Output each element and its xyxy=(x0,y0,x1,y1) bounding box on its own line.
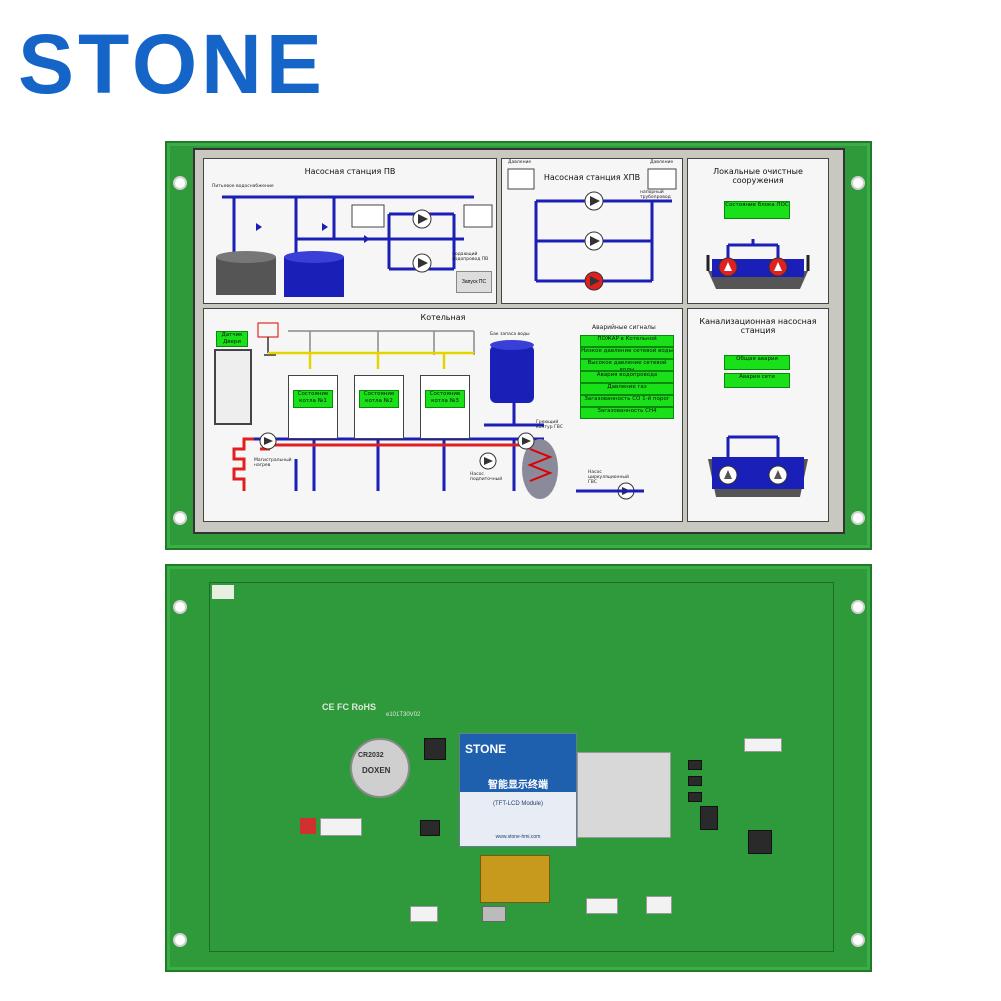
battery-model: CR2032 xyxy=(358,752,384,759)
tft-touch-screen[interactable]: Насосная станция ПВ Питьевое водоснабжен… xyxy=(193,148,845,534)
gauge-label-right: Давление xyxy=(650,160,674,165)
pump-label: Насос подпиточный xyxy=(470,472,503,482)
module-subtitle: (TFT-LCD Module) xyxy=(492,801,543,807)
module-label-top: STONE 智能显示终端 xyxy=(460,734,576,792)
coin-battery: CR2032 DOXEN xyxy=(350,738,410,798)
alarm-indicator: ПОЖАР в Котельной xyxy=(580,335,674,347)
certification-marks: CE FC RoHS xyxy=(322,702,376,712)
hvp-note: напорный трубопровод xyxy=(640,190,671,200)
tank-label: Питьевое водоснабжение xyxy=(212,184,274,189)
module-logo: STONE xyxy=(465,742,507,756)
boiler-1: Состояние котла №1 xyxy=(288,375,338,439)
mount-hole xyxy=(851,933,865,947)
boiler-1-status: Состояние котла №1 xyxy=(293,390,333,408)
ribbon-connector xyxy=(480,855,550,903)
alarm-indicator: Загазованность СО 1-й порог xyxy=(580,395,674,407)
alarm-indicator: Загазованность СН4 xyxy=(580,407,674,419)
boiler-3: Состояние котла №3 xyxy=(420,375,470,439)
ic-chip xyxy=(700,806,718,830)
sewage-scheme xyxy=(708,435,808,497)
model-code: e101T30V02 xyxy=(386,712,421,718)
start-pumps-button[interactable]: Запуск ПС xyxy=(456,271,492,293)
general-alarm-indicator: Общая авария xyxy=(724,355,790,370)
door-graphic xyxy=(214,349,252,425)
module-title-cn: 智能显示终端 xyxy=(488,780,548,791)
treatment-scheme xyxy=(706,239,810,289)
usb-connector xyxy=(482,906,506,922)
panel-pump-station-hvp: Насосная станция ХПВ Давление Давление н… xyxy=(501,158,683,304)
alarm-indicator: Низкое давление сетевой воды xyxy=(580,347,674,359)
panel-title: Котельная xyxy=(420,313,466,322)
diode xyxy=(688,792,702,802)
pv-note: подающий водопровод ПВ xyxy=(452,252,489,262)
fpc-connector xyxy=(410,906,438,922)
gauge-label-left: Давление xyxy=(508,160,532,165)
wire-connector xyxy=(300,818,316,834)
panel-title: Насосная станция ПВ xyxy=(304,167,396,176)
panel-sewage-station: Канализационная насосная станция Общая а… xyxy=(687,308,829,522)
pin-header-connector xyxy=(744,738,782,752)
flex-cable xyxy=(577,752,671,838)
los-status-indicator: Состояние блока ЛОС xyxy=(724,201,790,219)
diode xyxy=(688,776,702,786)
mount-hole xyxy=(173,600,187,614)
network-alarm-indicator: Авария сети xyxy=(724,373,790,388)
pump-label: Магистральный нагрев xyxy=(254,458,292,468)
boiler-scheme xyxy=(232,322,644,500)
door-sensor-indicator: Датчик Двери xyxy=(216,331,248,347)
battery-brand: DOXEN xyxy=(362,766,391,775)
hvp-scheme xyxy=(507,168,677,291)
panel-pump-station-pv: Насосная станция ПВ Питьевое водоснабжен… xyxy=(203,158,497,304)
panel-title: Локальные очистные сооружения xyxy=(713,167,803,185)
ic-chip xyxy=(420,820,440,836)
mount-hole xyxy=(851,511,865,525)
mount-hole xyxy=(851,176,865,190)
alarm-indicator: Высокое давление сетевой воды xyxy=(580,359,674,371)
power-connector xyxy=(320,818,362,836)
stone-logo: STONE xyxy=(18,17,326,111)
alarms-title: Аварийные сигналы xyxy=(592,324,656,331)
module-url: www.stone-hmi.com xyxy=(495,834,541,840)
panel-title: Канализационная насосная станция xyxy=(699,317,817,335)
tank-label: Бак запаса воды xyxy=(490,332,530,337)
diode xyxy=(688,760,702,770)
heating-circuit-label: Греющий контур ГВС xyxy=(536,420,563,430)
mount-hole xyxy=(173,933,187,947)
mount-hole xyxy=(173,511,187,525)
mount-hole xyxy=(851,600,865,614)
boiler-2-status: Состояние котла №2 xyxy=(359,390,399,408)
alarm-indicator: Давление газ xyxy=(580,383,674,395)
controller-module: STONE 智能显示终端 (TFT-LCD Module) www.stone-… xyxy=(459,733,577,847)
boiler-2: Состояние котла №2 xyxy=(354,375,404,439)
fpc-connector xyxy=(586,898,618,914)
alarm-indicator: Авария водопровода xyxy=(580,371,674,383)
label-sticker xyxy=(212,585,234,599)
panel-title: Насосная станция ХПВ xyxy=(543,173,641,182)
mount-hole xyxy=(173,176,187,190)
start-pumps-label: Запуск ПС xyxy=(461,279,487,285)
ic-chip xyxy=(748,830,772,854)
pump-label: Насос циркуляционный ГВС xyxy=(588,470,629,485)
panel-local-treatment: Локальные очистные сооружения Состояние … xyxy=(687,158,829,304)
terminal-connector xyxy=(646,896,672,914)
panel-boiler-room: Котельная Датчик Двери xyxy=(203,308,683,522)
boiler-3-status: Состояние котла №3 xyxy=(425,390,465,408)
pv-scheme xyxy=(216,195,493,297)
inductor xyxy=(424,738,446,760)
